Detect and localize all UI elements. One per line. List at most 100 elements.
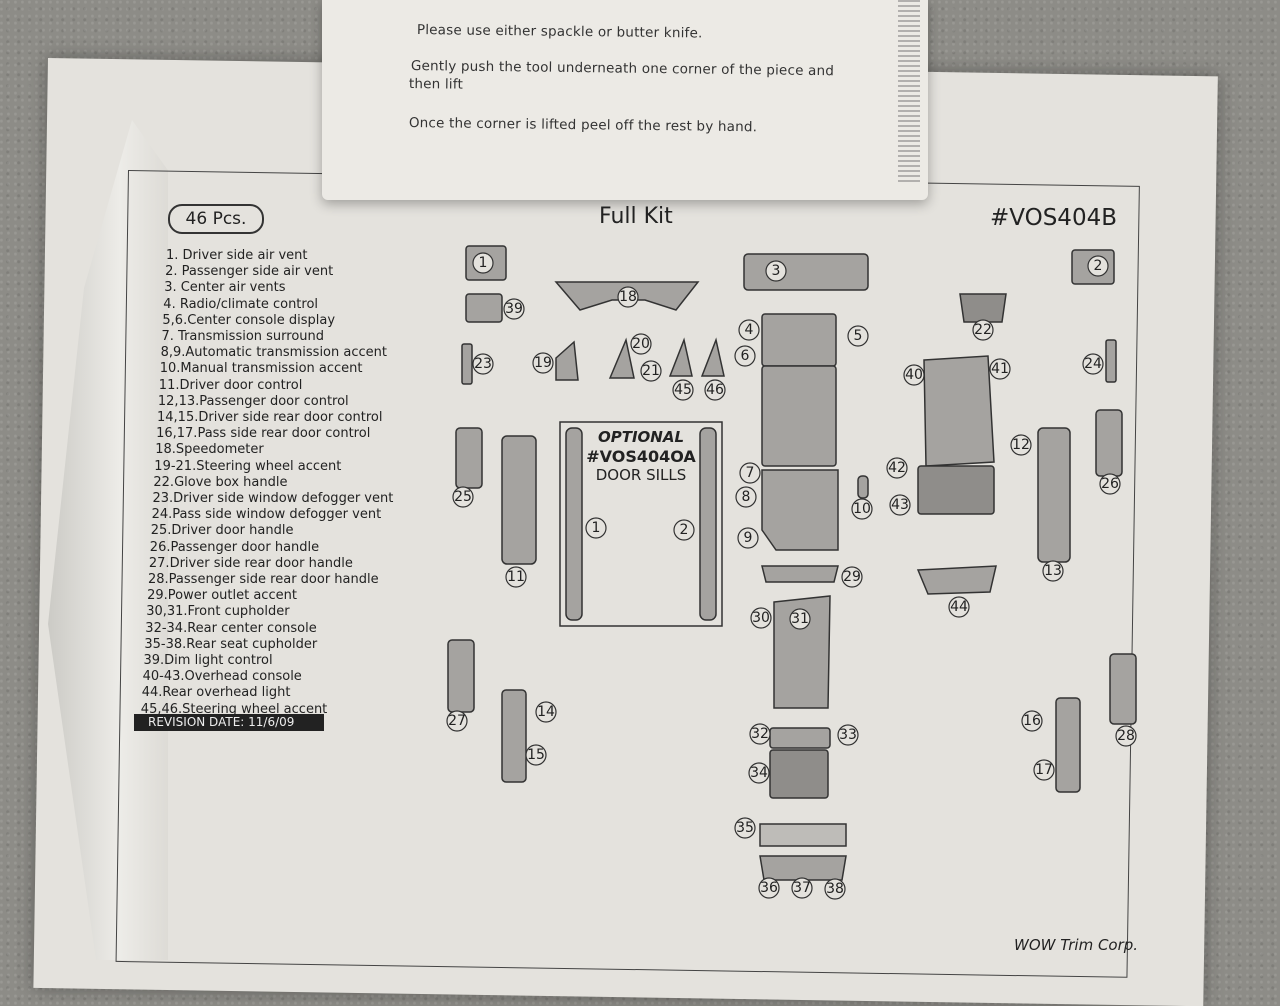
callout-number: 21 xyxy=(642,363,660,379)
callout-40: 40 xyxy=(903,364,925,386)
legend-item: 39.Dim light control xyxy=(143,653,273,668)
legend-item: 2. Passenger side air vent xyxy=(165,264,334,280)
callout-13: 13 xyxy=(1042,560,1064,582)
callout-12: 12 xyxy=(1010,434,1032,456)
callout-number: 7 xyxy=(746,465,755,481)
callout-number: 44 xyxy=(950,599,968,615)
legend-item: 35-38.Rear seat cupholder xyxy=(144,636,318,652)
callout-number: 40 xyxy=(905,367,923,383)
part-door-sill-passenger xyxy=(699,427,717,621)
callout-number: 18 xyxy=(619,289,637,305)
part-pass-defogger-vent xyxy=(1105,339,1117,383)
revision-date: REVISION DATE: 11/6/09 xyxy=(134,714,324,731)
part-glove-box-handle xyxy=(959,293,1007,323)
callout-number: 6 xyxy=(741,348,750,364)
legend-item: 4. Radio/climate control xyxy=(163,296,319,312)
callout-32: 32 xyxy=(749,723,771,745)
callout-28: 28 xyxy=(1115,725,1137,747)
callout-number: 23 xyxy=(474,356,492,372)
callout-number: 33 xyxy=(839,727,857,743)
callout-number: 13 xyxy=(1044,563,1062,579)
part-steering-accent-45 xyxy=(668,337,693,377)
optional-description: DOOR SILLS xyxy=(595,466,687,484)
callout-38: 38 xyxy=(824,878,846,900)
part-rear-console-top xyxy=(769,727,831,749)
callout-10: 10 xyxy=(851,498,873,520)
legend-item: 22.Glove box handle xyxy=(153,474,288,490)
callout-18: 18 xyxy=(617,286,639,308)
optional-part-number: #VOS404OA xyxy=(586,447,696,466)
optional-label: OPTIONAL xyxy=(597,428,685,446)
callout-22: 22 xyxy=(972,319,994,341)
part-door-sill-driver xyxy=(565,427,583,621)
part-pass-rear-door-control xyxy=(1055,697,1081,793)
part-overhead-console xyxy=(923,355,995,467)
part-rear-cupholder-bottom xyxy=(759,855,847,881)
callout-number: 3 xyxy=(772,263,781,279)
callout-36: 36 xyxy=(758,877,780,899)
part-driver-rear-door-handle xyxy=(447,639,475,713)
callout-number: 24 xyxy=(1084,356,1102,372)
callout-14: 14 xyxy=(535,701,557,723)
legend-item: 40-43.Overhead console xyxy=(142,669,302,685)
legend-item: 25.Driver door handle xyxy=(150,523,294,539)
callout-5: 5 xyxy=(847,325,869,347)
callout-number: 15 xyxy=(527,747,545,763)
callout-39: 39 xyxy=(503,298,525,320)
barcode-strip xyxy=(898,0,920,185)
callout-3: 3 xyxy=(765,260,787,282)
callout-number: 20 xyxy=(632,336,650,352)
callout-number: 9 xyxy=(744,530,753,546)
callout-number: 36 xyxy=(760,880,778,896)
callout-number: 1 xyxy=(592,520,601,536)
legend-item: 10.Manual transmission accent xyxy=(159,361,363,377)
part-passenger-door-control xyxy=(1037,427,1071,563)
legend-item: 8,9.Automatic transmission accent xyxy=(160,345,387,361)
legend-item: 23.Driver side window defogger vent xyxy=(152,491,394,506)
callout-number: 11 xyxy=(507,569,525,585)
optional-sills-box xyxy=(559,421,723,627)
callout-number: 34 xyxy=(750,765,768,781)
callout-2: 2 xyxy=(1087,255,1109,277)
callout-number: 4 xyxy=(745,322,754,338)
callout-30: 30 xyxy=(750,607,772,629)
callout-23: 23 xyxy=(472,353,494,375)
callout-21: 21 xyxy=(640,360,662,382)
callout-8: 8 xyxy=(735,486,757,508)
callout-11: 11 xyxy=(505,566,527,588)
callout-number: 16 xyxy=(1023,713,1041,729)
legend-item: 11.Driver door control xyxy=(158,377,303,393)
part-driver-door-handle xyxy=(455,427,483,489)
callout-number: 46 xyxy=(706,382,724,398)
legend-item: 28.Passenger side rear door handle xyxy=(148,572,379,587)
callout-34: 34 xyxy=(748,762,770,784)
pieces-badge: 46 Pcs. xyxy=(168,204,264,234)
callout-number: 35 xyxy=(736,820,754,836)
legend-item: 29.Power outlet accent xyxy=(147,588,297,604)
legend-item: 19-21.Steering wheel accent xyxy=(154,458,342,474)
callout-number: 17 xyxy=(1035,762,1053,778)
part-console-spine xyxy=(761,365,837,467)
callout-number: 43 xyxy=(891,497,909,513)
optional-door-sills-label: OPTIONAL #VOS404OA DOOR SILLS xyxy=(566,428,716,485)
legend-item: 44.Rear overhead light xyxy=(141,685,291,701)
callout-number: 41 xyxy=(991,361,1009,377)
callout-number: 32 xyxy=(751,726,769,742)
instruction-note: Please use either spackle or butter knif… xyxy=(322,0,928,200)
callout-1: 1 xyxy=(472,252,494,274)
callout-27: 27 xyxy=(446,710,468,732)
callout-26: 26 xyxy=(1099,473,1121,495)
callout-number: 19 xyxy=(534,355,552,371)
callout-20: 20 xyxy=(630,333,652,355)
callout-6: 6 xyxy=(734,345,756,367)
callout-number: 25 xyxy=(454,489,472,505)
callout-number: 1 xyxy=(479,255,488,271)
part-driver-door-control xyxy=(501,435,537,565)
callout-41: 41 xyxy=(989,358,1011,380)
callout-number: 2 xyxy=(1094,258,1103,274)
part-passenger-rear-door-handle xyxy=(1109,653,1137,725)
part-power-outlet-accent xyxy=(761,565,839,583)
part-driver-defogger-vent xyxy=(461,343,473,385)
part-front-cupholder xyxy=(773,595,831,709)
callout-number: 38 xyxy=(826,881,844,897)
